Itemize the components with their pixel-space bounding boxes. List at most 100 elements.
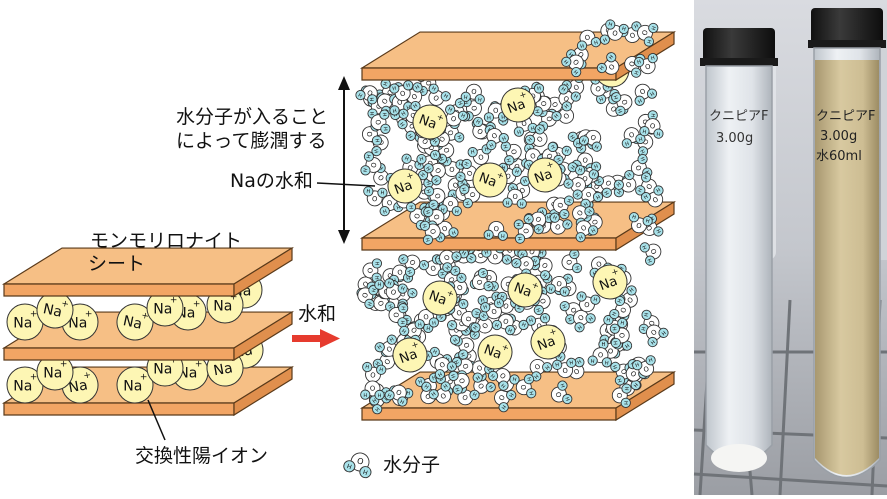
water-molecule: OHH: [423, 162, 446, 186]
water-molecule: OHH: [471, 267, 494, 292]
water-hydrogen-symbol: H: [577, 167, 583, 174]
sodium-ion-symbol: Na: [13, 378, 32, 394]
water-hydrogen-symbol: H: [594, 164, 600, 171]
water-hydrogen-symbol: H: [460, 351, 467, 357]
water-molecule: OHH: [628, 212, 653, 234]
water-oxygen-symbol: O: [465, 351, 474, 361]
water-molecule: OHH: [561, 54, 584, 78]
water-oxygen-symbol: O: [464, 315, 473, 322]
water-molecule: OHH: [470, 310, 493, 334]
sodium-ion: Na+: [6, 303, 44, 341]
water-hydrogen-symbol: H: [386, 304, 393, 310]
water-hydrogen-symbol: H: [412, 103, 419, 110]
water-hydrogen-symbol: H: [440, 271, 447, 276]
water-hydrogen-symbol: H: [612, 364, 619, 370]
water-molecule: OH H: [460, 83, 485, 105]
sodium-ion-charge: +: [83, 370, 92, 381]
water-oxygen-symbol: O: [361, 279, 369, 288]
water-oxygen-symbol: O: [544, 152, 553, 160]
sodium-ion-symbol: Na: [393, 178, 415, 198]
water-hydrogen-symbol: H: [527, 137, 534, 144]
water-oxygen-symbol: O: [386, 89, 395, 96]
water-hydrogen-symbol: H: [449, 191, 456, 198]
water-hydrogen-symbol: H: [649, 25, 656, 31]
water-hydrogen-symbol: H: [456, 100, 463, 106]
water-hydrogen-symbol: H: [399, 120, 406, 127]
water-oxygen-symbol: O: [528, 246, 536, 256]
water-oxygen-symbol: O: [649, 121, 656, 130]
water-hydrogen-symbol: H: [642, 127, 647, 134]
water-hydrogen-symbol: H: [474, 374, 481, 381]
water-hydrogen-symbol: H: [577, 233, 583, 240]
water-molecule: OHH: [414, 309, 439, 330]
water-oxygen-symbol: O: [478, 153, 485, 162]
water-oxygen-symbol: O: [618, 332, 626, 338]
water-hydrogen-symbol: H: [464, 100, 470, 105]
water-hydrogen-symbol: H: [382, 207, 388, 214]
water-oxygen-symbol: O: [457, 319, 467, 328]
water-hydrogen-symbol: H: [486, 231, 490, 237]
water-hydrogen-symbol: H: [406, 390, 411, 397]
water-oxygen-symbol: O: [471, 87, 478, 96]
water-oxygen-symbol: O: [522, 228, 530, 234]
water-hydrogen-symbol: H: [421, 262, 427, 269]
water-oxygen-symbol: O: [627, 60, 636, 67]
water-molecule: OHH: [578, 129, 602, 152]
water-hydrogen-symbol: H: [530, 124, 535, 131]
water-hydrogen-symbol: H: [363, 168, 370, 173]
water-hydrogen-symbol: H: [500, 382, 507, 389]
water-oxygen-symbol: O: [419, 188, 428, 195]
water-hydrogen-symbol: H: [503, 256, 510, 263]
sodium-ion-symbol: Na: [477, 170, 499, 190]
water-molecule: OHH: [611, 383, 632, 408]
water-hydrogen-symbol: H: [604, 84, 610, 91]
sodium-ion-symbol: Na: [43, 365, 62, 381]
water-oxygen-symbol: O: [392, 312, 400, 318]
water-oxygen-symbol: O: [374, 119, 382, 125]
sodium-ion: Na+: [500, 87, 536, 123]
sodium-ion-symbol: Na: [13, 315, 32, 331]
water-hydrogen-symbol: H: [399, 397, 405, 404]
water-oxygen-symbol: O: [502, 316, 510, 325]
sodium-ion-charge: +: [85, 309, 93, 319]
water-oxygen-symbol: O: [621, 98, 630, 105]
water-hydrogen-symbol: H: [424, 180, 431, 186]
sodium-ion: Na+: [387, 168, 423, 204]
water-hydrogen-symbol: H: [579, 294, 584, 301]
water-hydrogen-symbol: H: [599, 65, 606, 72]
water-hydrogen-symbol: H: [526, 144, 533, 151]
water-hydrogen-symbol: H: [459, 180, 466, 187]
sodium-ion: Na+: [6, 366, 44, 404]
water-oxygen-symbol: O: [502, 302, 510, 312]
water-oxygen-symbol: O: [510, 148, 519, 155]
water-oxygen-symbol: O: [423, 392, 432, 402]
water-hydrogen-symbol: H: [477, 95, 482, 102]
water-hydrogen-symbol: H: [403, 156, 409, 163]
water-hydrogen-symbol: H: [423, 384, 430, 391]
water-hydrogen-symbol: H: [520, 250, 526, 257]
water-oxygen-symbol: O: [551, 100, 561, 108]
water-oxygen-symbol: O: [486, 273, 494, 282]
water-oxygen-symbol: O: [412, 212, 421, 220]
water-hydrogen-symbol: H: [555, 362, 560, 368]
sodium-ion-symbol: Na: [68, 315, 87, 331]
water-molecule: OHH: [483, 220, 508, 241]
water-oxygen-symbol: O: [476, 251, 486, 260]
water-hydrogen-symbol: H: [514, 169, 519, 176]
water-hydrogen-symbol: H: [645, 218, 650, 225]
water-hydrogen-symbol: H: [590, 357, 595, 363]
water-oxygen-symbol: O: [451, 180, 460, 190]
water-hydrogen-symbol: H: [565, 276, 572, 283]
water-molecule: OHH: [633, 53, 658, 75]
water-hydrogen-symbol: H: [447, 107, 453, 114]
water-hydrogen-symbol: H: [570, 133, 577, 140]
water-oxygen-symbol: O: [468, 191, 477, 198]
water-hydrogen-symbol: H: [377, 282, 381, 288]
sodium-ion-symbol: Na: [427, 288, 449, 308]
water-hydrogen-symbol: H: [454, 359, 461, 365]
water-oxygen-symbol: O: [426, 144, 435, 151]
water-oxygen-symbol: O: [577, 49, 586, 58]
sodium-ion-charge: +: [545, 160, 555, 172]
